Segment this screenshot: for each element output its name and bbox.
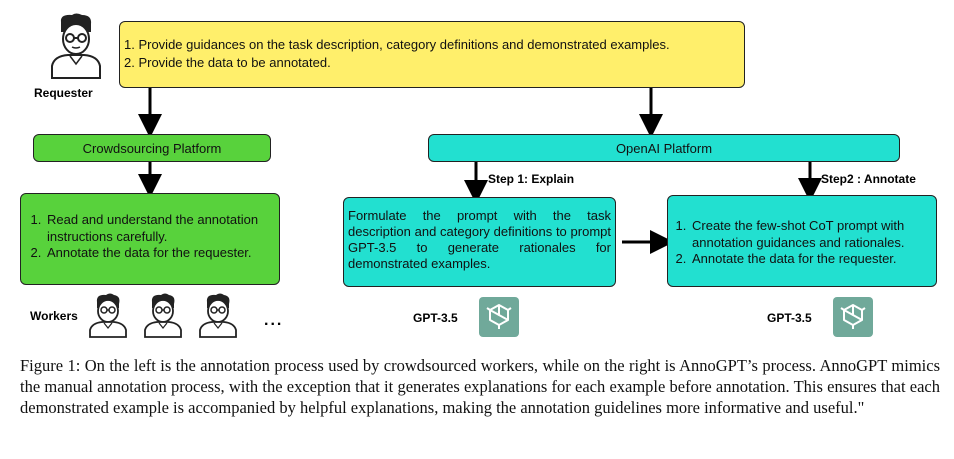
annotate-step-box: Create the few-shot CoT prompt with anno… [667, 195, 937, 287]
crowd-task-item: Read and understand the annotation instr… [45, 212, 273, 245]
openai-platform-box: OpenAI Platform [428, 134, 900, 162]
explain-step-box: Formulate the prompt with the task descr… [343, 197, 616, 287]
worker-person-icon [196, 292, 240, 338]
gpt-label-left: GPT-3.5 [413, 311, 458, 325]
explain-step-text: Formulate the prompt with the task descr… [348, 208, 611, 271]
figure-caption: Figure 1: On the left is the annotation … [20, 356, 940, 417]
requester-label: Requester [34, 86, 93, 100]
crowd-task-item: Annotate the data for the requester. [45, 245, 273, 262]
annotate-step-list: Create the few-shot CoT prompt with anno… [668, 218, 930, 268]
step2-label: Step2 : Annotate [821, 172, 916, 186]
requester-person-icon [46, 12, 106, 80]
requester-instructions-box: 1. Provide guidances on the task descrip… [119, 21, 745, 88]
crowd-task-list: Read and understand the annotation instr… [23, 212, 273, 262]
worker-person-icon [86, 292, 130, 338]
chatgpt-logo-icon [833, 297, 873, 337]
annotate-step-item: Annotate the data for the requester. [690, 251, 930, 268]
requester-instruction-2: 2. Provide the data to be annotated. [124, 55, 331, 70]
crowdsourcing-platform-label: Crowdsourcing Platform [82, 140, 222, 156]
crowdsourcing-platform-box: Crowdsourcing Platform [33, 134, 271, 162]
openai-platform-label: OpenAI Platform [615, 140, 713, 156]
annotate-step-item: Create the few-shot CoT prompt with anno… [690, 218, 930, 251]
workers-ellipsis: ... [264, 312, 284, 329]
worker-person-icon [141, 292, 185, 338]
workers-label: Workers [30, 309, 78, 323]
gpt-label-right: GPT-3.5 [767, 311, 812, 325]
step1-label: Step 1: Explain [488, 172, 575, 186]
requester-instruction-1: 1. Provide guidances on the task descrip… [124, 37, 670, 52]
chatgpt-logo-icon [479, 297, 519, 337]
crowd-workers-task-box: Read and understand the annotation instr… [20, 193, 280, 285]
